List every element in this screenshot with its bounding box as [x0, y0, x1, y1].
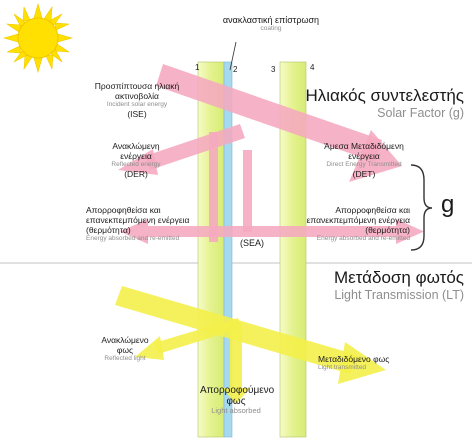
der-label: Ανακλώμενη ενέργεια Reflected energy (DE… [103, 141, 169, 179]
ise-label-en: Incident solar energy [106, 101, 168, 108]
incident-energy-arrow [156, 64, 382, 162]
pane-number-2: 2 [233, 65, 238, 74]
reflected-energy-arrow [145, 124, 245, 170]
transmitted-light-label: Μεταδιδόμενο φως Light transmitted [318, 354, 418, 372]
absorbed-light-stem [230, 322, 242, 390]
absorbed-left-el: Απορροφηθείσα και επανεκπεμπόμενη ενέργε… [86, 205, 190, 235]
absorbed-left-en: Energy absorbed and re-emitted [86, 235, 180, 242]
absorbed-stem-middle [243, 150, 252, 232]
absorbed-light-arrowhead [222, 388, 250, 404]
reflected-light-label: Ανακλώμενο φως Reflected light [95, 335, 155, 363]
reflected-light-arrow [154, 318, 242, 354]
g-symbol: g [441, 191, 455, 218]
transmitted-light-en: Light transmitted [318, 364, 367, 371]
det-label-el: Άμεσα Μεταδιδόμενη ενέργεια [324, 141, 404, 161]
coating-label-en: coating [260, 25, 282, 32]
light-transmission-subtitle: Light Transmission (LT) [334, 288, 464, 302]
re-emitted-energy-bar [148, 226, 396, 237]
coating-label-el: ανακλαστική επίστρωση [222, 15, 320, 25]
ise-label: Προσπίπτουσα ηλιακή ακτινοβολία Incident… [86, 81, 188, 119]
light-arrows [115, 286, 386, 404]
pane-number-1: 1 [195, 63, 200, 72]
g-brace [410, 164, 433, 251]
det-label: Άμεσα Μεταδιδόμενη ενέργεια Direct Energ… [312, 141, 416, 179]
solar-factor-subtitle: Solar Factor (g) [377, 106, 464, 120]
reflected-energy-arrowhead [118, 149, 158, 175]
ise-label-el: Προσπίπτουσα ηλιακή ακτινοβολία [94, 81, 180, 101]
absorbed-stem-left [209, 132, 218, 242]
absorbed-light-el: Απορροφούμενο φως [200, 385, 275, 407]
absorbed-light-label: Απορροφούμενο φως Light absorbed [200, 385, 275, 415]
der-label-en: Reflected energy [111, 161, 161, 168]
transmitted-light-arrowhead [338, 342, 386, 384]
der-label-abbr: (DER) [124, 169, 148, 179]
light-transmission-title: Μετάδοση φωτός [333, 268, 464, 287]
coating-label: ανακλαστική επίστρωση coating [196, 15, 346, 33]
reflected-light-en: Reflected light [104, 355, 146, 362]
ise-label-abbr: (ISE) [127, 109, 147, 119]
glass-pane-left [197, 61, 233, 438]
re-emitted-arrowhead-right [396, 219, 424, 244]
light-transmission-heading: Μετάδοση φωτός Light Transmission (LT) [270, 268, 464, 303]
absorbed-right-en: Energy absorbed and re-emitted [316, 235, 410, 242]
absorbed-left-label: Απορροφηθείσα και επανεκπεμπόμενη ενέργε… [86, 205, 198, 243]
absorbed-right-el: Απορροφηθείσα και επανεκπεμπόμενη ενέργε… [306, 205, 410, 235]
der-label-el: Ανακλώμενη ενέργεια [112, 141, 160, 161]
solar-factor-heading: Ηλιακός συντελεστής Solar Factor (g) [272, 86, 464, 121]
coating-pointer [229, 41, 237, 71]
absorbed-right-label: Απορροφηθείσα και επανεκπεμπόμενη ενέργε… [306, 205, 410, 243]
solar-energy-arrows [118, 64, 424, 244]
solar-factor-title: Ηλιακός συντελεστής [305, 86, 464, 105]
reflected-light-arrowhead [135, 336, 164, 360]
re-emitted-arrowhead-left [120, 219, 148, 244]
sun-icon [2, 2, 74, 74]
pane-number-3: 3 [271, 65, 276, 74]
det-label-en: Direct Energy Transmitted [326, 161, 402, 168]
absorbed-light-en: Light absorbed [211, 406, 261, 415]
transmitted-light-el: Μεταδιδόμενο φως [318, 354, 390, 364]
transmitted-energy-arrowhead [349, 130, 402, 182]
pane-number-4: 4 [310, 63, 315, 72]
reflected-light-el: Ανακλώμενο φως [101, 335, 149, 355]
det-label-abbr: (DET) [352, 169, 376, 179]
sea-label: (SEA) [240, 238, 265, 248]
